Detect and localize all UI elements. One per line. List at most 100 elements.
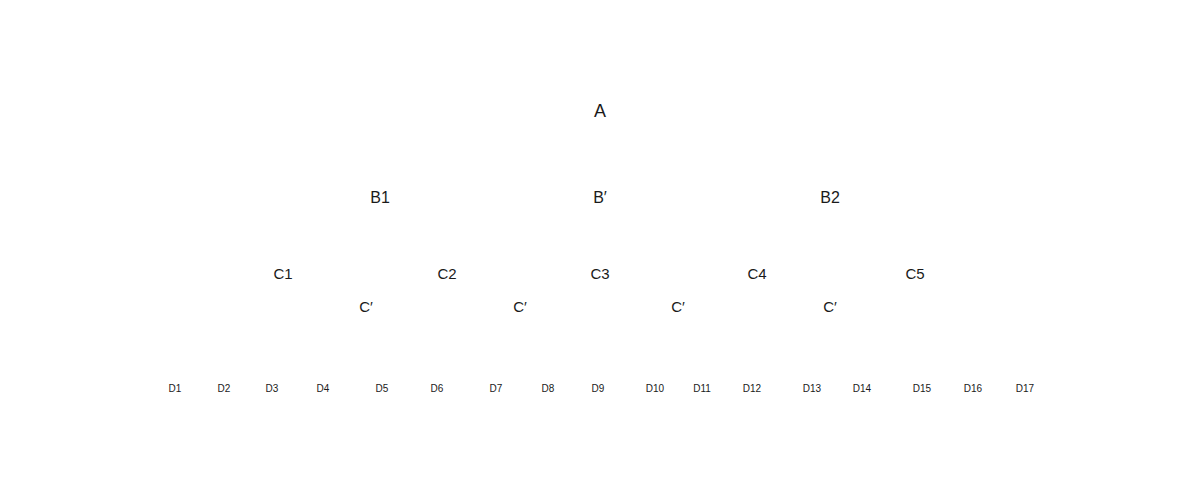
region-shape [1006, 365, 1044, 398]
region-outline [778, 232, 1050, 398]
region-label: D15 [913, 383, 931, 394]
region-label: C2 [437, 266, 456, 283]
frame [3, 3, 1200, 492]
region-label: D1 [169, 383, 182, 394]
region-shape [147, 88, 777, 398]
region-label: C′ [823, 299, 837, 316]
label-wrap: D13 [803, 378, 821, 396]
leaf-dome: D15 [903, 365, 941, 398]
label-wrap: D17 [1016, 378, 1034, 396]
region-shape [470, 283, 590, 398]
label-wrap: C3 [590, 265, 609, 283]
region-shape [305, 232, 590, 398]
region-dome: D12 C4 [622, 232, 890, 398]
label-wrap: C′ [359, 298, 373, 316]
region-label: C3 [590, 266, 609, 283]
region-label: C′ [513, 299, 527, 316]
label-wrap: D5 [376, 378, 389, 396]
region-shape [793, 365, 831, 398]
region-label: C5 [905, 266, 924, 283]
region-shape [733, 365, 771, 398]
overlap-region: D10 D11 C′ [622, 283, 745, 398]
leaf-dome: D9 [579, 365, 617, 398]
region-shape [778, 232, 1050, 398]
region-shape [903, 365, 941, 398]
region-label: B1 [370, 189, 390, 207]
region-label: D2 [218, 383, 231, 394]
leaf-dome: D14 [843, 365, 881, 398]
leaf-dome: D16 [954, 365, 992, 398]
region-label: D11 [693, 383, 711, 394]
region-shape [418, 365, 456, 398]
region-label: D6 [431, 383, 444, 394]
leaf-dome: D13 [793, 365, 831, 398]
region-label: D13 [803, 383, 821, 394]
region-label: B′ [593, 189, 607, 207]
region-label: D17 [1016, 383, 1034, 394]
region-label: D12 [743, 383, 761, 394]
outer-dome: D1D2D3C1D6C2D4D5C′B1D9C3D7D8C′D10D11C′B′… [137, 45, 1065, 398]
region-shape [137, 45, 1065, 398]
leaf-dome: D6 [418, 365, 456, 398]
leaf-dome: D5 [363, 365, 401, 398]
label-wrap: D3 [266, 378, 279, 396]
region-shape [778, 283, 890, 398]
region-shape [954, 365, 992, 398]
region-shape [636, 365, 674, 398]
label-wrap: D15 [913, 378, 931, 396]
label-wrap: D4 [317, 378, 330, 396]
region-label: D8 [542, 383, 555, 394]
label-wrap: D1 [169, 378, 182, 396]
region-shape [305, 283, 440, 398]
region-outline [470, 283, 590, 398]
region-shape [205, 365, 243, 398]
region-shape [363, 365, 401, 398]
label-wrap: B′ [593, 189, 607, 207]
region-label: D3 [266, 383, 279, 394]
leaf-dome: D1 [156, 365, 194, 398]
overlap-region: D7 D8 C′ [470, 283, 590, 398]
region-outline [147, 88, 777, 398]
overlap-region: D9 C3D7 D8 C′ D10 D11 C′ B′ [423, 150, 777, 398]
region-shape [423, 88, 1053, 398]
region-shape [843, 365, 881, 398]
leaf-dome: D7 [477, 365, 515, 398]
region-label: D10 [646, 383, 664, 394]
label-wrap: C4 [747, 265, 766, 283]
region-dome: D12C4D15D16D17C5D13D14C′B2 [423, 88, 1053, 398]
region-label: D5 [376, 383, 389, 394]
region-dome: D1D2D3C1D6C2D4D5C′B1 [147, 88, 777, 398]
region-label: C′ [359, 299, 373, 316]
region-shape [470, 232, 745, 398]
region-label: D9 [592, 383, 605, 394]
label-wrap: D2 [218, 378, 231, 396]
region-outline [622, 232, 890, 398]
ground [22, 262, 1188, 484]
leaf-dome: D4 [304, 365, 342, 398]
label-wrap: A [594, 102, 606, 122]
label-wrap: D11 [693, 378, 711, 396]
label-wrap: D12 [743, 378, 761, 396]
region-shape [147, 232, 440, 398]
leaf-dome: D8 [529, 365, 567, 398]
label-wrap: C′ [823, 298, 837, 316]
region-label: D16 [964, 383, 982, 394]
label-wrap: D8 [542, 378, 555, 396]
region-shape [304, 365, 342, 398]
region-shape [529, 365, 567, 398]
region-shape [622, 283, 745, 398]
region-shape [622, 232, 890, 398]
region-label: C′ [671, 299, 685, 316]
region-label: C4 [747, 266, 766, 283]
region-dome: D15 D16 D17 C5 [778, 232, 1050, 398]
leaf-dome: D17 [1006, 365, 1044, 398]
label-wrap: C′ [513, 298, 527, 316]
label-wrap: D14 [853, 378, 871, 396]
region-label: D7 [490, 383, 503, 394]
leaf-dome: D12 [733, 365, 771, 398]
region-shape [579, 365, 617, 398]
region-shape [253, 365, 291, 398]
region-dome: D1D2D3C1 [147, 232, 440, 398]
label-wrap: D6 [431, 378, 444, 396]
